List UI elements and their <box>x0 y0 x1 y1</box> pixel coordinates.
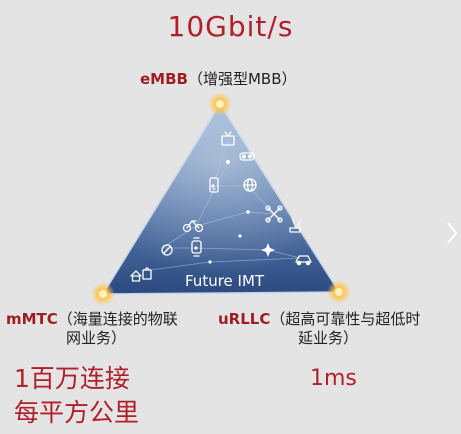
smartwatch-icon <box>191 237 202 257</box>
smartphone-icon <box>209 177 219 193</box>
industrial-robot-icon <box>289 217 301 233</box>
urllc-desc-line1: （超高可靠性与超低时 <box>270 310 421 328</box>
urllc-desc-line2: 延业务） <box>298 329 359 347</box>
embb-label: eMBB（增强型MBB） <box>140 68 297 89</box>
star-icon <box>261 243 275 257</box>
bicycle-icon <box>182 220 204 233</box>
mmtc-desc-line2: 网业务） <box>66 329 127 347</box>
mmtc-metric-line1: 1百万连接 <box>14 364 130 393</box>
mmtc-metric-line2: 每平方公里 <box>14 398 140 427</box>
shopping-bag-icon <box>142 267 152 280</box>
urllc-abbr: uRLLC <box>218 310 271 328</box>
globe-icon <box>243 178 257 192</box>
future-imt-label: Future IMT <box>185 272 265 290</box>
mmtc-desc-line1: （海量连接的物联 <box>57 310 178 328</box>
drone-icon <box>265 205 283 223</box>
mmtc-abbr: mMTC <box>6 310 58 328</box>
ban-icon <box>161 244 173 256</box>
mmtc-label: mMTC（海量连接的物联 网业务） <box>6 310 178 348</box>
mmtc-metric: 1百万连接 每平方公里 <box>14 362 139 430</box>
home-icon <box>130 270 142 282</box>
embb-abbr: eMBB <box>140 70 188 88</box>
vr-glasses-icon <box>239 152 255 161</box>
tv-icon <box>221 131 235 146</box>
embb-desc: （增强型MBB） <box>187 70 297 88</box>
car-icon <box>295 255 312 266</box>
chevron-right-icon[interactable] <box>447 222 457 244</box>
embb-metric: 10Gbit/s <box>167 10 294 43</box>
urllc-label: uRLLC（超高可靠性与超低时 延业务） <box>218 310 420 348</box>
urllc-metric: 1ms <box>310 366 357 391</box>
